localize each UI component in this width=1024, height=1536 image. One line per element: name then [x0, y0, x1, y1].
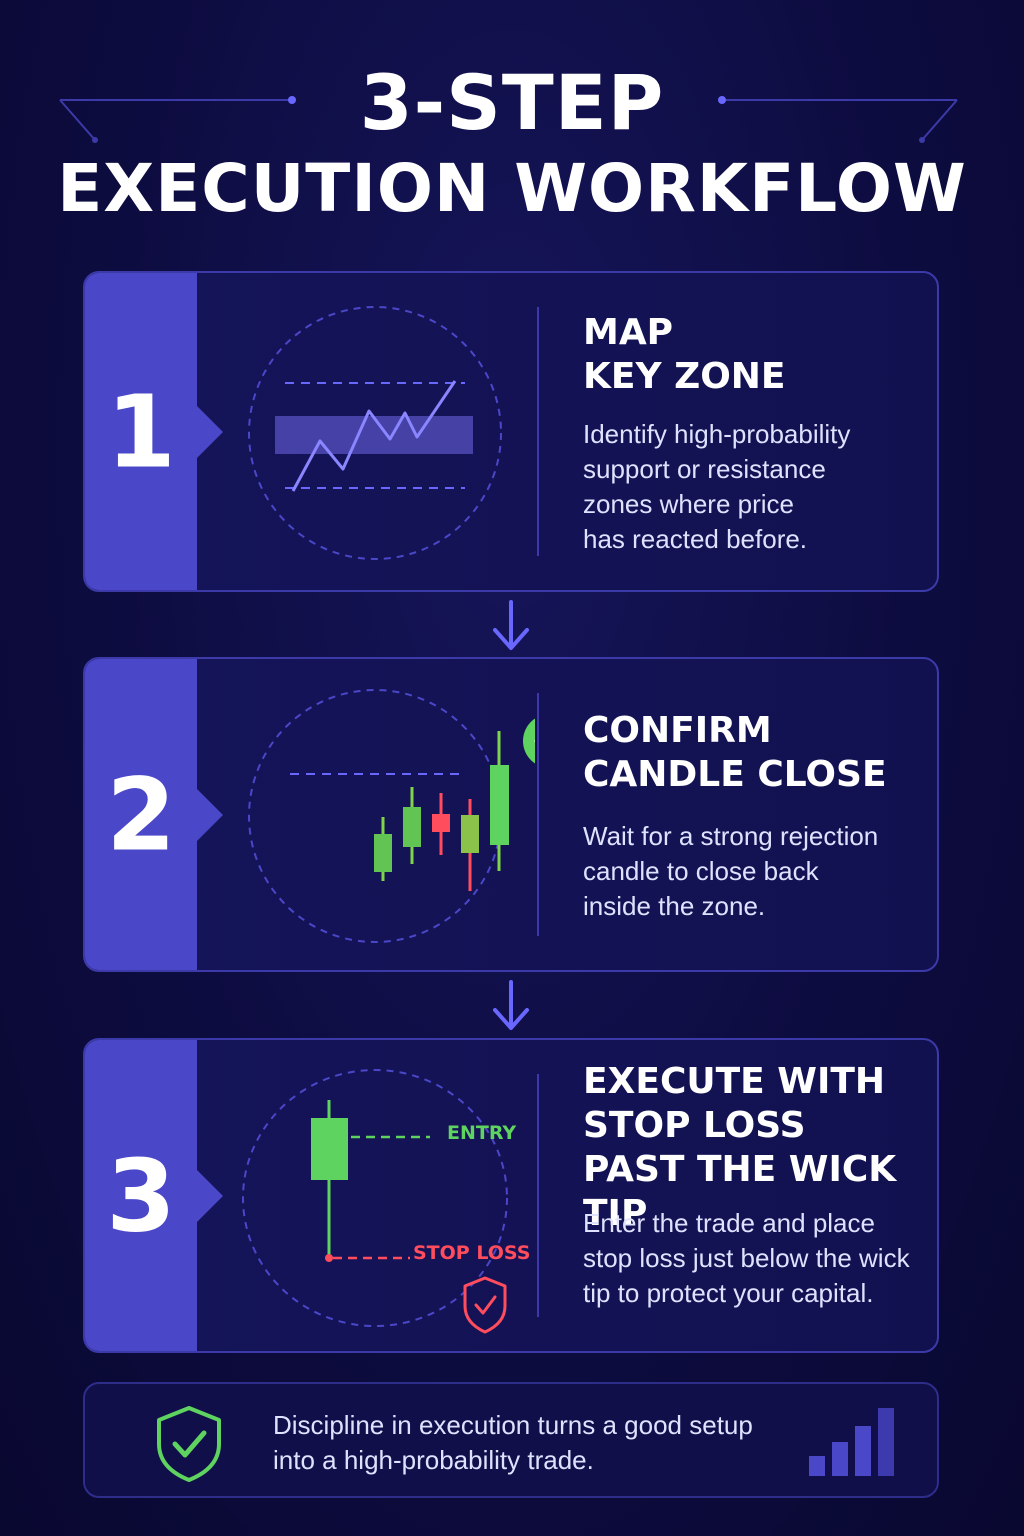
step-number: 2 — [106, 756, 176, 873]
arrow-down-icon — [493, 600, 529, 650]
step-number: 1 — [106, 373, 176, 490]
shield-check-icon — [463, 1276, 507, 1334]
step-number-panel — [85, 273, 197, 590]
step-title: CONFIRM CANDLE CLOSE — [583, 710, 887, 795]
step-title: MAP KEY ZONE — [583, 312, 786, 397]
page-title-line2: EXECUTION WORKFLOW — [57, 150, 967, 227]
step-number-pointer — [195, 1167, 223, 1224]
arrow-down-icon — [493, 980, 529, 1030]
step-title: EXECUTE WITH STOP LOSS PAST THE WICK TIP — [583, 1061, 897, 1234]
step-number: 3 — [106, 1137, 176, 1254]
step-description: Identify high-probability support or res… — [583, 419, 851, 554]
step-card-1: 1 MAP KEY ZONE Identify high-probability… — [83, 271, 939, 592]
step-number-panel — [85, 659, 197, 970]
candlestick-check-icon — [248, 689, 535, 943]
header-decoration-left — [59, 96, 296, 143]
step-number-pointer — [195, 786, 223, 843]
step-number-panel — [85, 1040, 197, 1351]
step-description: Wait for a strong rejection candle to cl… — [583, 821, 879, 921]
card-divider — [537, 1074, 539, 1317]
footer-banner: Discipline in execution turns a good set… — [83, 1382, 939, 1498]
shield-check-icon — [157, 1406, 221, 1482]
card-divider — [537, 693, 539, 936]
step-card-3: 3 ENTRY STOP LOSS EXECUTE WITH STOP LOSS… — [83, 1038, 939, 1353]
entry-stop-loss-icon — [242, 1069, 508, 1334]
bar-chart-icon — [809, 1408, 894, 1476]
header-decoration-right — [718, 96, 958, 143]
zone-chart-icon — [248, 306, 502, 560]
footer-text: Discipline in execution turns a good set… — [273, 1410, 753, 1475]
step-number-pointer — [195, 403, 223, 460]
card-divider — [537, 307, 539, 556]
step-card-2: 2 CONFIRM CANDLE CLOSE Wait for a strong… — [83, 657, 939, 972]
entry-label: ENTRY — [447, 1122, 517, 1144]
page-title-line1: 3-STEP — [359, 58, 665, 147]
step-description: Enter the trade and place stop loss just… — [583, 1208, 910, 1308]
stop-loss-label: STOP LOSS — [413, 1242, 531, 1264]
